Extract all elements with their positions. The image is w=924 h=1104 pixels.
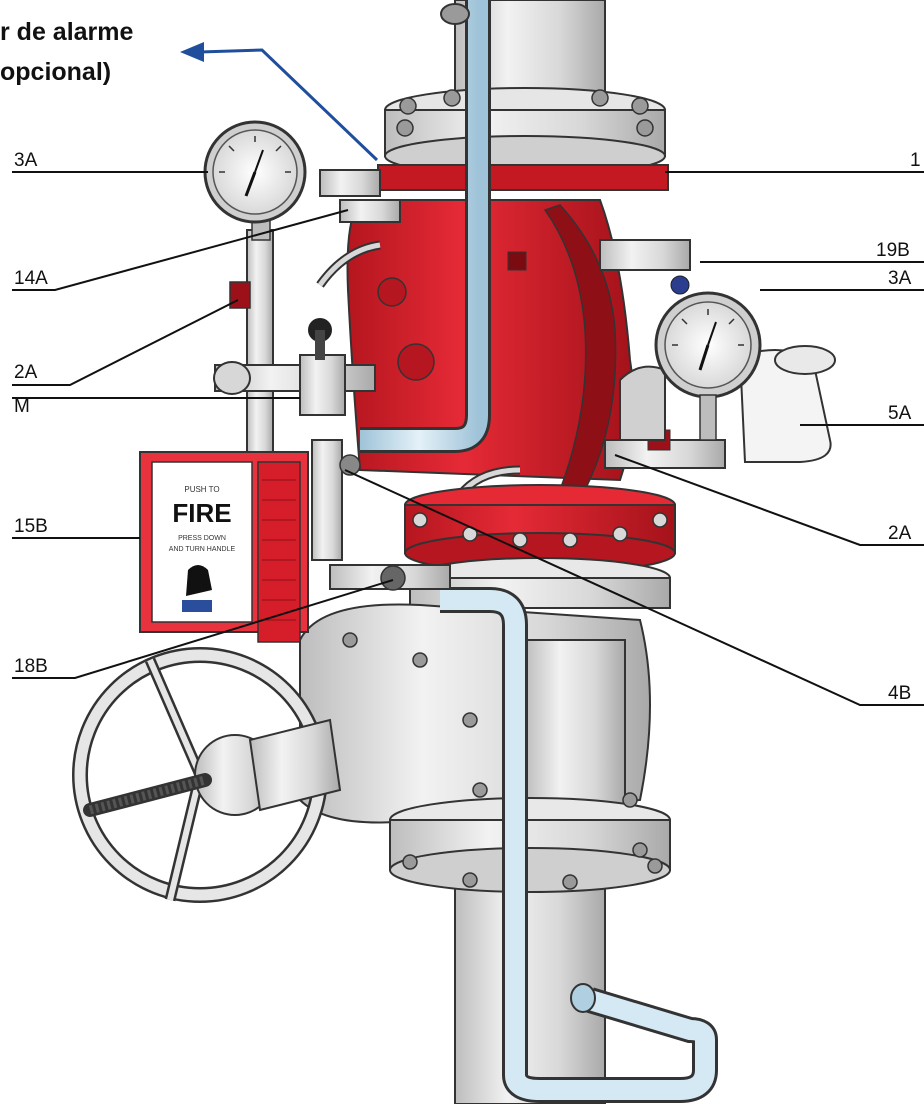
fire-box-instruction-1: PRESS DOWN <box>178 535 226 542</box>
fire-box-small-top: PUSH TO <box>184 485 219 494</box>
alarm-outlet-arrow <box>180 42 379 162</box>
callout-3a-left: 3A <box>14 150 38 171</box>
callout-14a: 14A <box>14 268 48 289</box>
elbow-fitting <box>738 345 836 463</box>
callout-1: 1 <box>910 150 921 171</box>
gate-valve-handwheel <box>72 647 342 903</box>
callout-18b: 18B <box>14 656 48 677</box>
pressure-gauge-right <box>654 291 762 441</box>
callout-4b: 4B <box>888 683 911 704</box>
callout-19b: 19B <box>876 240 910 261</box>
trim-piping-right <box>599 239 726 469</box>
diagram-title-line1: r de alarme <box>0 18 134 46</box>
callout-3a-right: 3A <box>888 268 912 289</box>
fire-box-word: FIRE <box>172 498 231 528</box>
leader-lines <box>12 171 924 706</box>
callout-2a-left: 2A <box>14 362 38 383</box>
callout-2a-right: 2A <box>888 523 912 544</box>
callout-5a: 5A <box>888 403 912 424</box>
callout-15b: 15B <box>14 516 48 537</box>
pressure-gauge-left <box>203 120 307 241</box>
top-flange <box>384 87 666 177</box>
fire-alarm-box: PUSH TO FIRE PRESS DOWN AND TURN HANDLE <box>139 451 309 643</box>
trim-piping-left <box>213 169 451 591</box>
diagram-title-line2: opcional) <box>0 58 111 86</box>
fire-box-instruction-2: AND TURN HANDLE <box>169 546 236 553</box>
callout-m: M <box>14 396 30 417</box>
drain-pipes <box>360 0 718 1103</box>
hand-pull-icon <box>186 565 212 596</box>
